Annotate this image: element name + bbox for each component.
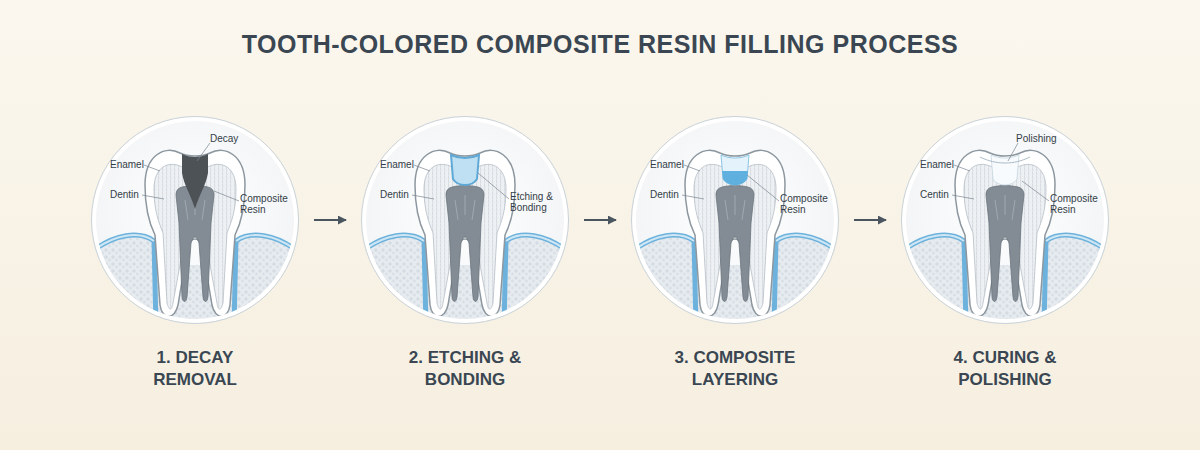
- part-label: Dentin: [380, 189, 409, 200]
- part-label: Enamel: [110, 159, 144, 170]
- step-caption: 1. DECAY REMOVAL: [120, 347, 270, 391]
- tooth-illustration: [360, 150, 570, 325]
- part-label: Composite Resin: [240, 193, 294, 215]
- tooth-illustration: [630, 150, 840, 325]
- circle-outline: [362, 117, 569, 324]
- part-label: Etching & Bonding: [510, 191, 566, 213]
- step-circle: [900, 115, 1110, 325]
- step-panel: EnamelDentin Etching & Bonding 2. ETCHING …: [360, 115, 570, 405]
- circle-outline: [904, 119, 1106, 321]
- flow-arrow: [854, 219, 886, 221]
- part-label: Composite Resin: [780, 193, 834, 215]
- step-overlay: [952, 143, 1049, 201]
- step-overlay: [412, 155, 509, 199]
- part-label: Enamel: [380, 159, 414, 170]
- circle-outline: [632, 117, 839, 324]
- step-panel: EnamelDentin Composite Resin 3. COMPOSITE …: [630, 115, 840, 405]
- step-overlay: [142, 143, 239, 209]
- step-overlay: [682, 155, 779, 201]
- diagram-title: TOOTH-COLORED COMPOSITE RESIN FILLING PR…: [0, 30, 1200, 59]
- circle-outline: [634, 119, 836, 321]
- step-panel: Enamel DecayDentin Composite Resin 1. DECAY…: [90, 115, 300, 405]
- part-label: Centin: [920, 189, 949, 200]
- step-caption: 3. COMPOSITE LAYERING: [660, 347, 810, 391]
- circle-outline: [94, 119, 296, 321]
- circle-outline: [92, 117, 299, 324]
- part-label: Enamel: [920, 159, 954, 170]
- flow-arrow: [314, 219, 346, 221]
- part-label: Polishing: [1016, 133, 1057, 144]
- part-label: Composite Resin: [1050, 193, 1104, 215]
- part-label: Dentin: [650, 189, 679, 200]
- part-label: Enamel: [650, 159, 684, 170]
- step-circle: [630, 115, 840, 325]
- step-panel: PolishingEnamelCentin Composite Resin 4. C…: [900, 115, 1110, 405]
- circle-outline: [902, 117, 1109, 324]
- step-caption: 2. ETCHING & BONDING: [390, 347, 540, 391]
- part-label: Dentin: [110, 189, 139, 200]
- part-label: Decay: [210, 133, 238, 144]
- step-circle: [90, 115, 300, 325]
- step-caption: 4. CURING & POLISHING: [930, 347, 1080, 391]
- step-circle: [360, 115, 570, 325]
- flow-arrow: [584, 219, 616, 221]
- circle-outline: [364, 119, 566, 321]
